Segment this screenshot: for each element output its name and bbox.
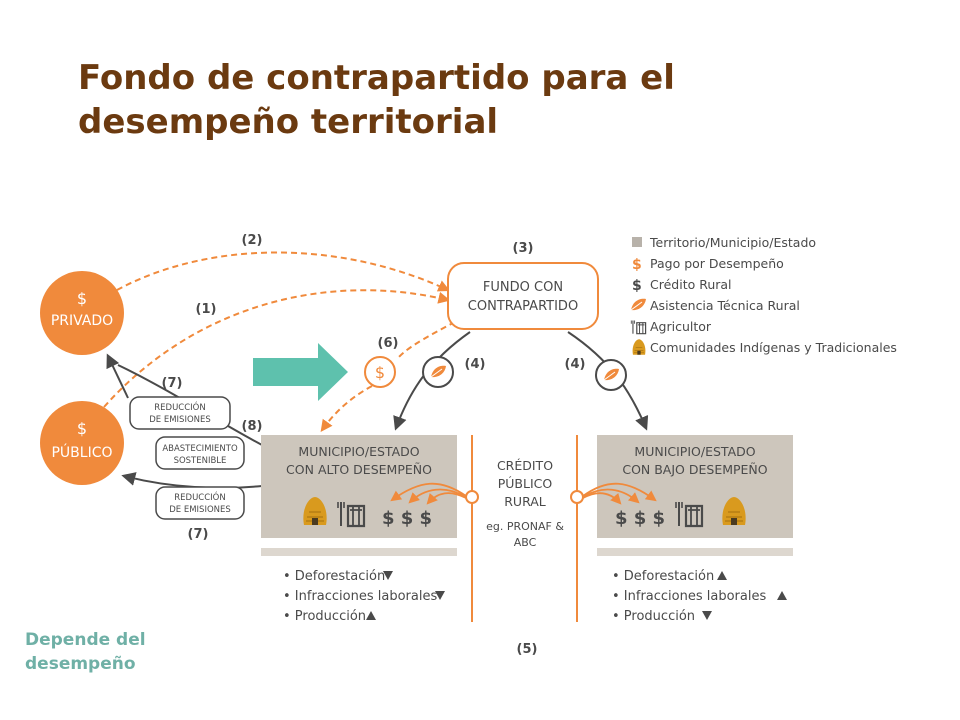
reduccion-bottom-line-1: REDUCCIÓN bbox=[174, 491, 225, 503]
privado-label: PRIVADO bbox=[51, 313, 113, 329]
page-title: Fondo de contrapartido para el desempeño… bbox=[78, 56, 838, 144]
gray-square-icon bbox=[632, 237, 642, 247]
step-label-1: (1) bbox=[196, 302, 217, 317]
credit-arrow-right-1 bbox=[582, 482, 657, 502]
step-label-5: (5) bbox=[517, 642, 538, 657]
credito-node-left bbox=[465, 490, 479, 504]
alto-line-2: CON ALTO DESEMPEÑO bbox=[286, 462, 432, 477]
arrow-up-icon bbox=[366, 611, 376, 620]
step-label-4a: (4) bbox=[465, 357, 486, 372]
arrow-publico-to-fondo bbox=[103, 289, 451, 408]
legend-item-credito: Crédito Rural bbox=[650, 277, 732, 292]
arrow-privado-to-fondo bbox=[116, 251, 451, 292]
note-line-2: desempeño bbox=[25, 654, 136, 674]
credit-arrow-right-3 bbox=[582, 492, 622, 505]
alto-effect-produccion: • Producción bbox=[283, 609, 366, 624]
abastecimiento-line-1: ABASTECIMIENTO bbox=[162, 444, 238, 454]
title-line-1: Fondo de contrapartido para el bbox=[78, 58, 675, 98]
reduccion-bottom-line-2: DE EMISIONES bbox=[169, 505, 231, 515]
publico-circle bbox=[40, 401, 124, 485]
abastecimiento-line-2: SOSTENIBLE bbox=[174, 456, 227, 466]
pago-circle bbox=[364, 356, 396, 388]
hut-icon bbox=[632, 339, 646, 355]
arrow-fondo-to-pago bbox=[397, 321, 456, 359]
privado-symbol: $ bbox=[77, 289, 87, 308]
pago-symbol: $ bbox=[375, 363, 385, 382]
credit-arrow-left-3 bbox=[426, 492, 467, 505]
bajo-effects-list: • Deforestación • Infracciones laborales… bbox=[612, 569, 787, 624]
credito-line-1: CRÉDITO bbox=[497, 458, 553, 473]
alto-effects-bar bbox=[261, 548, 457, 556]
credito-line-4: eg. PRONAF & bbox=[486, 520, 564, 533]
arrow-publico-to-privado bbox=[106, 353, 129, 399]
credito-line-3: RURAL bbox=[504, 494, 546, 509]
bajo-effect-infracciones: • Infracciones laborales bbox=[612, 589, 766, 604]
step-label-7b: (7) bbox=[188, 527, 209, 542]
bajo-dollars: $ $ $ bbox=[615, 508, 665, 529]
bajo-effects-bar bbox=[597, 548, 793, 556]
reduccion-top-box bbox=[129, 396, 231, 430]
credit-arrow-left-2 bbox=[408, 488, 467, 504]
credito-node-right bbox=[570, 490, 584, 504]
step-label-3: (3) bbox=[513, 241, 534, 256]
reduccion-top-line-2: DE EMISIONES bbox=[149, 415, 211, 425]
arrow-down-icon bbox=[702, 611, 712, 620]
credito-line-2: PÚBLICO bbox=[498, 476, 553, 491]
publico-symbol: $ bbox=[77, 419, 87, 438]
title-line-2: desempeño territorial bbox=[78, 102, 499, 142]
dark-dollar-icon: $ bbox=[632, 278, 642, 294]
teal-arrow-icon bbox=[253, 343, 348, 401]
legend-item-agricultor: Agricultor bbox=[650, 319, 712, 334]
orange-dollar-icon: $ bbox=[632, 257, 642, 273]
credito-line-5: ABC bbox=[514, 536, 537, 549]
legend-item-asistencia: Asistencia Técnica Rural bbox=[650, 298, 800, 313]
step-label-2: (2) bbox=[242, 233, 263, 248]
fondo-box bbox=[447, 262, 599, 330]
alto-dollars: $ $ $ bbox=[382, 508, 432, 529]
legend-item-comunidades: Comunidades Indígenas y Tradicionales bbox=[650, 340, 897, 355]
arrow-alto-to-publico bbox=[121, 472, 263, 489]
arrow-pago-to-alto bbox=[320, 385, 373, 432]
bajo-line-2: CON BAJO DESEMPEÑO bbox=[622, 462, 767, 477]
bajo-line-1: MUNICIPIO/ESTADO bbox=[634, 444, 755, 459]
step-label-4b: (4) bbox=[565, 357, 586, 372]
legend-item-pago: Pago por Desempeño bbox=[650, 256, 784, 271]
reduccion-top-line-1: REDUCCIÓN bbox=[154, 401, 205, 413]
publico-label: PÚBLICO bbox=[51, 443, 112, 461]
credit-arrow-left-1 bbox=[390, 482, 467, 502]
alto-line-1: MUNICIPIO/ESTADO bbox=[298, 444, 419, 459]
step-label-8: (8) bbox=[242, 419, 263, 434]
step-label-6: (6) bbox=[378, 336, 399, 351]
note-line-1: Depende del bbox=[25, 630, 146, 650]
arrow-up-icon bbox=[717, 571, 727, 580]
abastecimiento-box bbox=[155, 436, 245, 470]
arrow-up-icon bbox=[777, 591, 787, 600]
arrow-down-icon bbox=[435, 591, 445, 600]
arrow-down-icon bbox=[383, 571, 393, 580]
alto-effect-deforestacion: • Deforestación bbox=[283, 569, 385, 584]
credit-arrow-right-2 bbox=[582, 488, 640, 504]
reduccion-bottom-box bbox=[155, 486, 245, 520]
alto-effect-infracciones: • Infracciones laborales bbox=[283, 589, 437, 604]
farmer-icon bbox=[630, 319, 647, 335]
legend-item-territorio: Territorio/Municipio/Estado bbox=[649, 235, 816, 250]
fondo-line-1: FUNDO CON bbox=[483, 280, 563, 295]
bajo-effect-produccion: • Producción bbox=[612, 609, 695, 624]
fondo-line-2: CONTRAPARTIDO bbox=[468, 299, 578, 314]
step-label-7a: (7) bbox=[162, 376, 183, 391]
bajo-effect-deforestacion: • Deforestación bbox=[612, 569, 714, 584]
legend: Territorio/Municipio/Estado $ Pago por D… bbox=[630, 235, 897, 355]
alto-effects-list: • Deforestación • Infracciones laborales… bbox=[283, 569, 445, 624]
leaf-icon bbox=[630, 298, 647, 311]
privado-circle bbox=[40, 271, 124, 355]
depends-note: Depende del desempeño bbox=[25, 628, 245, 676]
